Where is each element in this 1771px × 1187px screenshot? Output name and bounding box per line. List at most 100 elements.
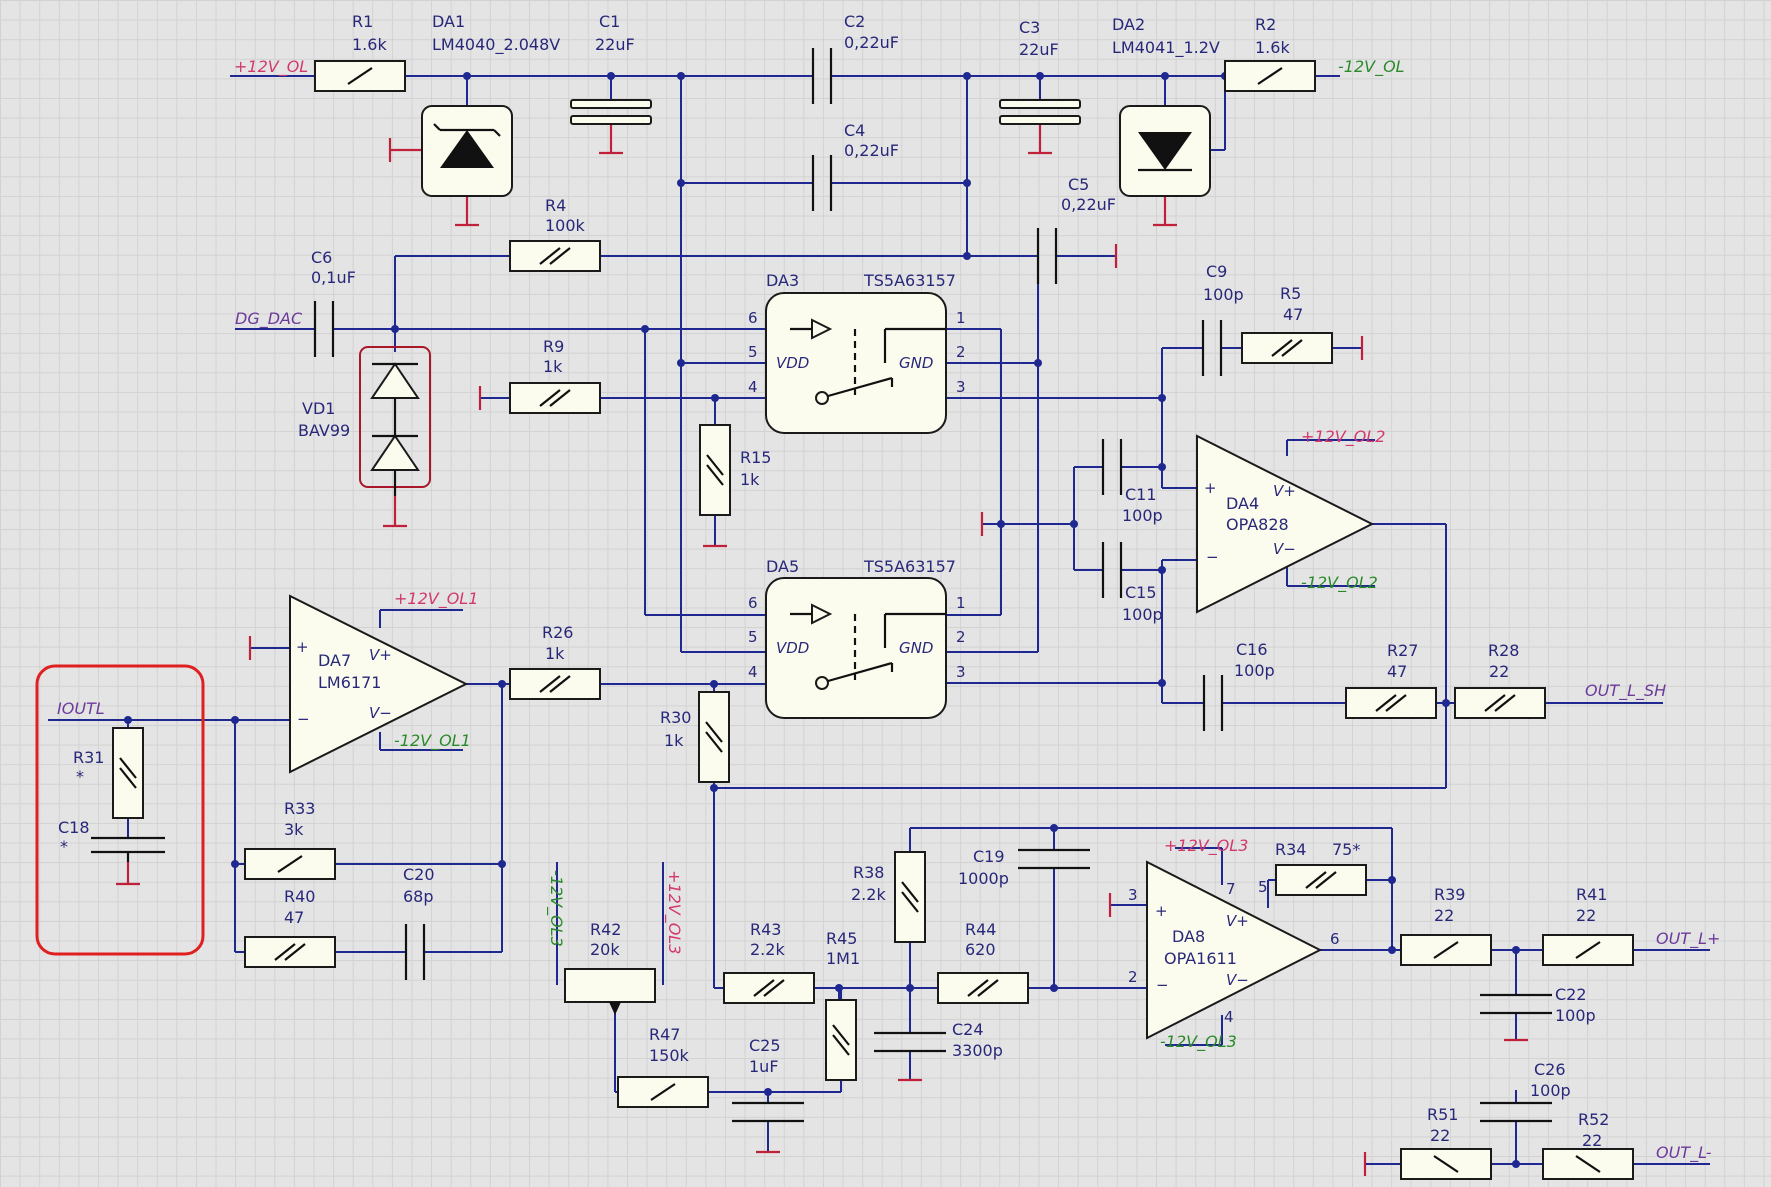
label-da2-value: LM4041_1.2V <box>1112 38 1220 58</box>
label-r1-value: 1.6k <box>352 35 387 54</box>
label-r28-value: 22 <box>1489 662 1509 681</box>
label-r33-ref: R33 <box>284 799 315 818</box>
label-r40-ref: R40 <box>284 887 315 906</box>
resistor-r33 <box>244 848 336 880</box>
label-da4-value: OPA828 <box>1226 515 1289 534</box>
label-c15-value: 100p <box>1122 605 1163 624</box>
schematic-text: VDD <box>776 354 809 372</box>
resistor-r34 <box>1275 864 1367 896</box>
label-vd1-value: BAV99 <box>298 421 350 440</box>
label-da7-value: LM6171 <box>318 673 381 692</box>
schematic-text: 7 <box>1226 880 1236 898</box>
label-da5-value: TS5A63157 <box>863 557 956 576</box>
label-vd1-ref: VD1 <box>302 399 335 418</box>
label-c22-ref: C22 <box>1555 985 1587 1004</box>
resistor-r41 <box>1542 934 1634 966</box>
label-da3-ref: DA3 <box>766 271 799 290</box>
label-r40-value: 47 <box>284 908 304 927</box>
label-r27-ref: R27 <box>1387 641 1418 660</box>
label-c15-ref: C15 <box>1125 583 1157 602</box>
label-c4-ref: C4 <box>844 121 865 140</box>
net-m12v-ol3: -12V_OL3 <box>1160 1032 1237 1052</box>
label-c18-ref: C18 <box>58 818 90 837</box>
label-r39-ref: R39 <box>1434 885 1465 904</box>
schematic-text: + <box>1155 902 1168 920</box>
label-r41-value: 22 <box>1576 906 1596 925</box>
label-c5-value: 0,22uF <box>1061 195 1116 214</box>
label-c16-value: 100p <box>1234 661 1275 680</box>
label-da2-ref: DA2 <box>1112 15 1145 34</box>
opamp-da8 <box>1146 860 1323 1040</box>
label-r15-value: 1k <box>740 470 760 489</box>
label-c20-value: 68p <box>403 887 434 906</box>
label-r5-value: 47 <box>1283 305 1303 324</box>
label-r52-ref: R52 <box>1578 1110 1609 1129</box>
resistor-r44 <box>937 972 1029 1004</box>
net-m12v-ol1: -12V_OL1 <box>394 731 471 751</box>
label-r43-value: 2.2k <box>750 940 785 959</box>
resistor-r43 <box>723 972 815 1004</box>
label-da5-ref: DA5 <box>766 557 799 576</box>
junctions <box>124 72 1520 1168</box>
label-c19-ref: C19 <box>973 847 1005 866</box>
label-r51-ref: R51 <box>1427 1105 1458 1124</box>
schematic-text: 2 <box>956 343 966 361</box>
label-c24-ref: C24 <box>952 1020 984 1039</box>
resistor-r1 <box>314 60 406 92</box>
schematic-text: 6 <box>748 309 758 327</box>
reference-da1 <box>421 105 513 197</box>
schematic-text: 3 <box>956 378 966 396</box>
label-c20-ref: C20 <box>403 865 435 884</box>
label-c9-value: 100p <box>1203 285 1244 304</box>
label-r52-value: 22 <box>1582 1131 1602 1150</box>
label-r42-ref: R42 <box>590 920 621 939</box>
schematic-text: GND <box>899 639 933 657</box>
label-c24-value: 3300p <box>952 1041 1003 1060</box>
schematic-text: 3 <box>1128 886 1138 904</box>
net-m12v-ol: -12V_OL <box>1338 57 1405 77</box>
schematic-text: − <box>297 710 310 728</box>
schematic-text: 4 <box>1224 1008 1234 1026</box>
label-da8-value: OPA1611 <box>1164 949 1237 968</box>
resistor-r27 <box>1345 687 1437 719</box>
label-r28-ref: R28 <box>1488 641 1519 660</box>
schematic-text: 5 <box>1258 878 1268 896</box>
schematic-text: GND <box>899 354 933 372</box>
schematic-text: 5 <box>748 628 758 646</box>
label-r26-value: 1k <box>545 644 565 663</box>
resistor-r5 <box>1241 332 1333 364</box>
label-r2-ref: R2 <box>1255 15 1276 34</box>
label-c22-value: 100p <box>1555 1006 1596 1025</box>
label-c6-ref: C6 <box>311 248 332 267</box>
net-out-l-minus: OUT_L- <box>1656 1143 1712 1163</box>
label-r51-value: 22 <box>1430 1126 1450 1145</box>
label-r4-ref: R4 <box>545 196 566 215</box>
schematic-text: + <box>1204 479 1217 497</box>
label-da3-value: TS5A63157 <box>863 271 956 290</box>
schematic-text: 4 <box>748 663 758 681</box>
label-r44-ref: R44 <box>965 920 996 939</box>
label-c6-value: 0,1uF <box>311 268 356 287</box>
label-c1-ref: C1 <box>599 12 620 31</box>
label-r26-ref: R26 <box>542 623 573 642</box>
label-c5-ref: C5 <box>1068 175 1089 194</box>
label-r30-value: 1k <box>664 731 684 750</box>
diode-vd1 <box>359 346 431 496</box>
label-r30-ref: R30 <box>660 708 691 727</box>
resistor-r4 <box>509 240 601 272</box>
resistor-r47 <box>617 1076 709 1108</box>
label-r9-value: 1k <box>543 357 563 376</box>
net-out-l-sh: OUT_L_SH <box>1585 681 1666 701</box>
label-c25-value: 1uF <box>749 1057 779 1076</box>
opamp-da4 <box>1196 434 1375 614</box>
schematic-text: V− <box>1226 971 1249 989</box>
resistor-r52 <box>1542 1148 1634 1180</box>
label-r38-ref: R38 <box>853 863 884 882</box>
reference-da2 <box>1119 105 1211 197</box>
schematic-text: V+ <box>369 646 392 664</box>
ground-symbols <box>116 124 1528 1176</box>
resistor-r15 <box>699 424 731 516</box>
resistor-r45 <box>825 999 857 1081</box>
label-r34-ref: R34 <box>1275 840 1306 859</box>
